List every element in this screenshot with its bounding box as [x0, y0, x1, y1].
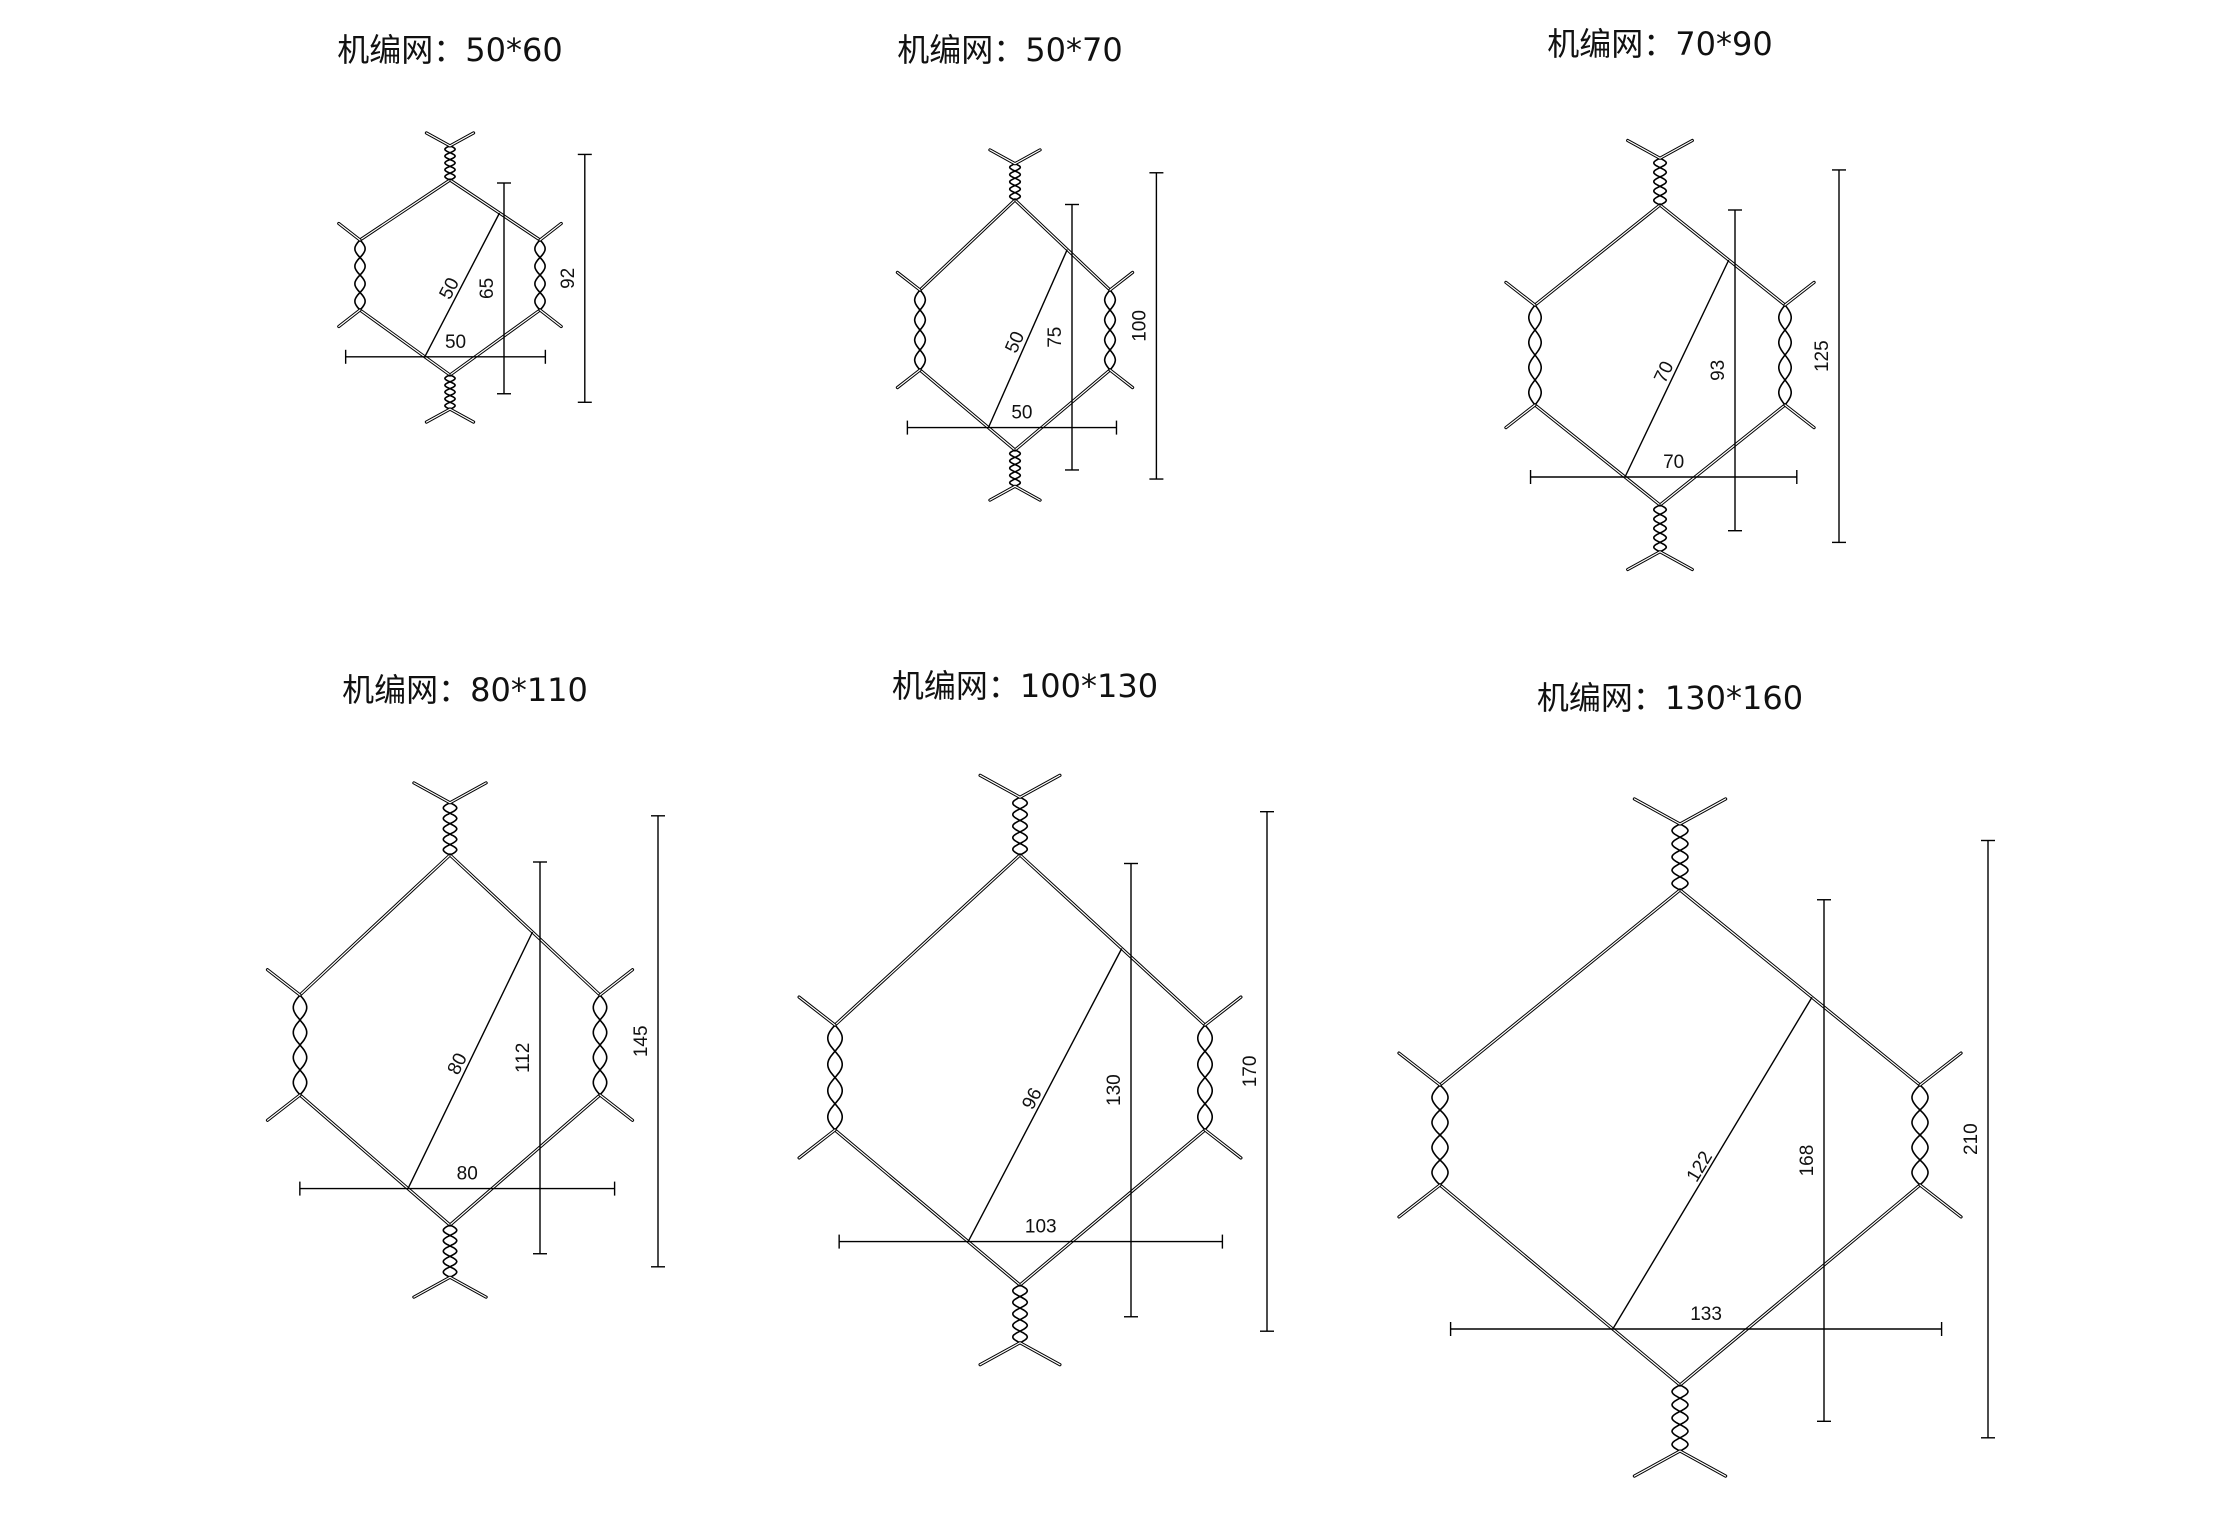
mesh-panel: 机编网：70*90 70 70 93 125 — [1504, 25, 1846, 572]
hexagon-wire — [918, 198, 1112, 452]
total-height-dimension-label: 100 — [1129, 310, 1150, 342]
total-height-dimension-label: 145 — [631, 1025, 652, 1057]
twisted-joint — [1431, 823, 1929, 1452]
inner-height-dimension-label: 168 — [1797, 1145, 1818, 1177]
dimension-lines: 70 70 93 125 — [1529, 169, 1846, 544]
twisted-joint — [292, 802, 608, 1279]
inner-height-dimension-label: 93 — [1708, 360, 1729, 381]
diagonal-dimension-label: 122 — [1683, 1148, 1717, 1186]
wire-ends — [1397, 797, 1963, 1478]
twisted-joint — [1528, 157, 1792, 553]
mesh-panel: 机编网：130*160 122 133 168 210 — [1397, 679, 1995, 1478]
diagonal-dimension-label: 96 — [1018, 1085, 1046, 1113]
width-dimension-label: 50 — [445, 332, 466, 353]
mesh-panel: 机编网：50*70 50 50 75 100 — [895, 31, 1164, 502]
width-dimension-label: 70 — [1663, 452, 1684, 473]
panel-title: 机编网：50*70 — [897, 31, 1122, 69]
mesh-panel: 机编网：80*110 80 80 112 145 — [265, 671, 665, 1299]
diagonal-dimension-label: 70 — [1650, 358, 1678, 386]
wire-ends — [895, 148, 1135, 502]
diagonal-dimension-label: 50 — [1002, 328, 1030, 356]
width-dimension-label: 103 — [1025, 1217, 1057, 1238]
dimension-lines: 50 50 65 92 — [344, 153, 592, 403]
width-dimension-label: 133 — [1690, 1304, 1722, 1325]
diagonal-dimension-label: 80 — [444, 1050, 472, 1078]
inner-height-dimension-label: 130 — [1104, 1074, 1125, 1106]
twisted-joint — [827, 796, 1213, 1344]
panel-title: 机编网：100*130 — [892, 667, 1158, 705]
hexagon-wire — [1438, 888, 1922, 1387]
hexagon-wire — [358, 178, 542, 377]
twisted-joint — [354, 145, 546, 410]
total-height-dimension-label: 170 — [1240, 1056, 1261, 1088]
inner-height-dimension-label: 65 — [477, 278, 498, 299]
inner-height-dimension-label: 112 — [513, 1043, 534, 1073]
inner-height-dimension-label: 75 — [1045, 327, 1066, 348]
width-dimension-label: 50 — [1011, 403, 1032, 424]
total-height-dimension-label: 92 — [558, 268, 579, 289]
wire-ends — [797, 773, 1243, 1367]
panel-title: 机编网：70*90 — [1547, 25, 1772, 63]
diagonal-dimension-label: 50 — [436, 274, 464, 302]
mesh-panel: 机编网：50*60 50 50 65 92 — [337, 31, 592, 424]
twisted-joint — [913, 162, 1117, 488]
mesh-panel: 机编网：100*130 96 103 130 170 — [797, 667, 1274, 1367]
panel-title: 机编网：130*160 — [1537, 679, 1803, 717]
panel-title: 机编网：80*110 — [342, 671, 588, 709]
total-height-dimension-label: 125 — [1812, 340, 1833, 372]
hexagon-wire — [1533, 203, 1787, 507]
wire-ends — [1504, 138, 1816, 572]
hexagon-wire — [298, 853, 602, 1227]
wire-ends — [265, 781, 635, 1299]
hexagon-wire — [833, 853, 1207, 1287]
total-height-dimension-label: 210 — [1961, 1123, 1982, 1155]
width-dimension-label: 80 — [457, 1164, 478, 1185]
panel-title: 机编网：50*60 — [337, 31, 562, 69]
wire-ends — [337, 131, 563, 424]
